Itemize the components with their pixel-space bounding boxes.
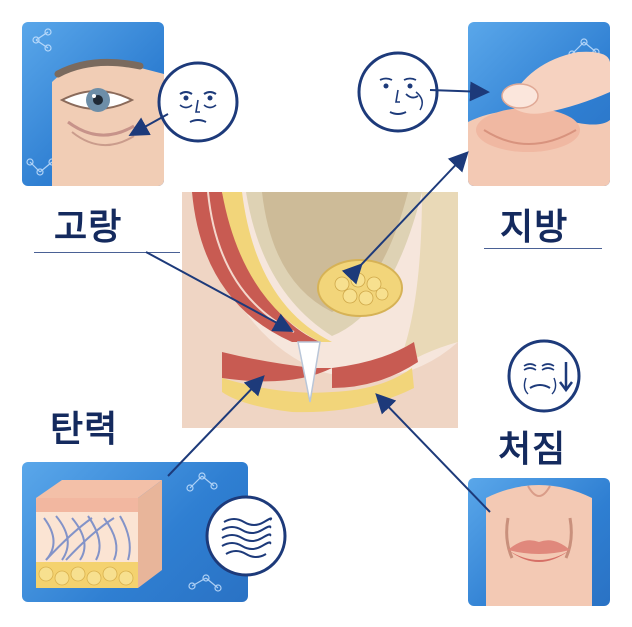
panel-elasticity (22, 462, 248, 602)
label-fat: 지방 (500, 207, 569, 248)
lips-nasolabial-icon (486, 485, 592, 606)
divider-top-right (484, 248, 602, 249)
wavy-fibers-icon (205, 495, 287, 577)
panel-tear-trough (22, 22, 164, 186)
face-undereye-bag-icon (357, 51, 439, 133)
sagging-face-down-arrow-icon (507, 339, 581, 413)
panel-sagging (468, 478, 610, 606)
label-elasticity: 탄력 (50, 409, 119, 450)
panel-fat (468, 22, 610, 186)
label-sagging: 처짐 (498, 429, 567, 470)
eye-tear-trough-icon (26, 28, 164, 186)
divider-top-left (34, 252, 180, 253)
tired-face-icon (157, 61, 239, 143)
eyelid-anatomy-cross-section (182, 192, 458, 428)
finger-pressing-fat-icon (468, 38, 610, 186)
label-tear-trough: 고랑 (54, 207, 123, 248)
skin-collagen-block-icon (36, 472, 222, 592)
